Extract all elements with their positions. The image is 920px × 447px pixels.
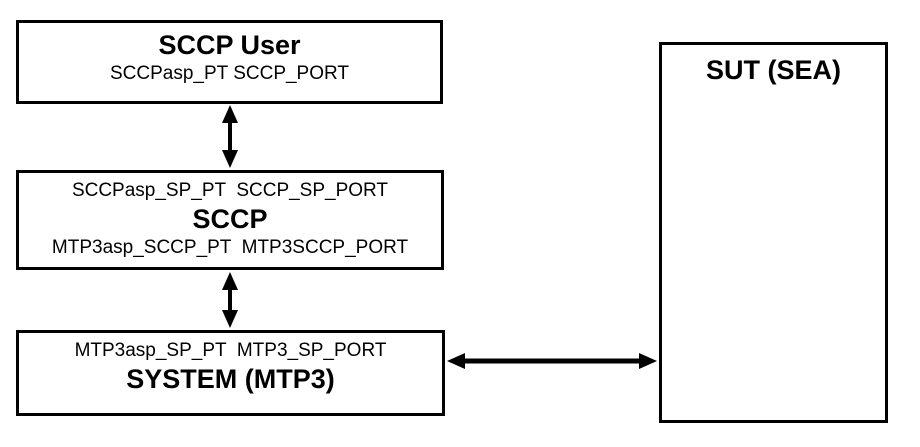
system-mtp3-title: SYSTEM (MTP3) [126,364,335,394]
sccp-top-ports-label: SCCPasp_SP_PT SCCP_SP_PORT [71,180,389,201]
system-mtp3-box: MTP3asp_SP_PT MTP3_SP_PORT SYSTEM (MTP3) [16,330,445,416]
sccp-box: SCCPasp_SP_PT SCCP_SP_PORT SCCP MTP3asp_… [16,170,444,270]
system-mtp3-ports-label: MTP3asp_SP_PT MTP3_SP_PORT [74,340,387,361]
sccp-bottom-ports-label: MTP3asp_SCCP_PT MTP3SCCP_PORT [51,237,409,258]
sccp-user-title: SCCP User [158,30,301,60]
sccp-title: SCCP [192,204,268,234]
sut-title: SUT (SEA) [706,55,841,85]
sut-box: SUT (SEA) [659,42,888,423]
sccp-system-arrow-icon [222,272,238,328]
sccp-user-ports-label: SCCPasp_PT SCCP_PORT [110,63,349,84]
sccp-user-sccp-arrow-icon [222,105,238,168]
system-sut-arrow-icon [447,353,657,369]
sccp-user-box: SCCP User SCCPasp_PT SCCP_PORT [16,20,443,104]
